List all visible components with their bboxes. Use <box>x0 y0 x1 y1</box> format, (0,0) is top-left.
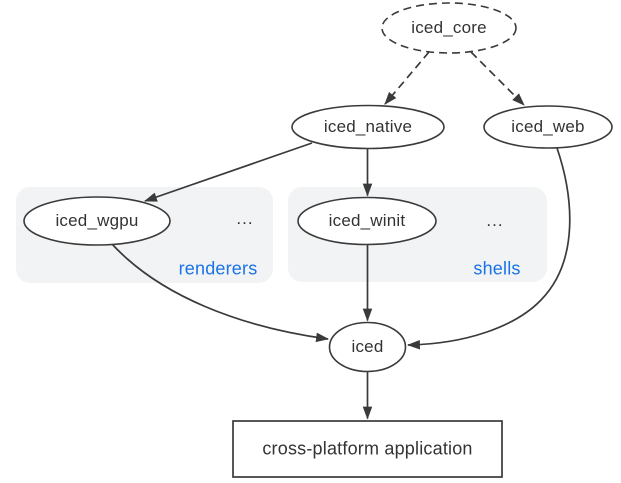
edge-native-to-wgpu <box>143 142 313 202</box>
node-label-iced-native: iced_native <box>323 117 413 136</box>
renderers-ellipsis: ... <box>236 209 254 228</box>
group-label-renderers: renderers <box>178 258 258 279</box>
node-iced-native <box>291 104 445 150</box>
node-iced-core <box>381 2 517 54</box>
node-app <box>232 420 503 478</box>
node-iced-web <box>483 105 613 149</box>
node-iced <box>328 321 407 373</box>
group-label-shells: shells <box>473 258 521 279</box>
node-label-iced-winit: iced_winit <box>328 211 406 230</box>
edge-core-to-native <box>384 51 430 105</box>
node-iced-winit <box>297 196 437 246</box>
edge-core-to-web <box>470 51 525 106</box>
node-label-iced-wgpu: iced_wgpu <box>55 211 139 230</box>
node-label-iced-core: iced_core <box>411 18 487 37</box>
edge-web-to-iced <box>406 147 571 350</box>
node-label-app: cross-platform application <box>262 438 473 459</box>
node-label-iced-web: iced_web <box>511 117 585 136</box>
edge-wgpu-to-iced <box>111 243 330 343</box>
node-iced-wgpu <box>23 196 171 246</box>
shells-ellipsis: ... <box>486 211 504 230</box>
node-label-iced: iced <box>351 337 384 356</box>
